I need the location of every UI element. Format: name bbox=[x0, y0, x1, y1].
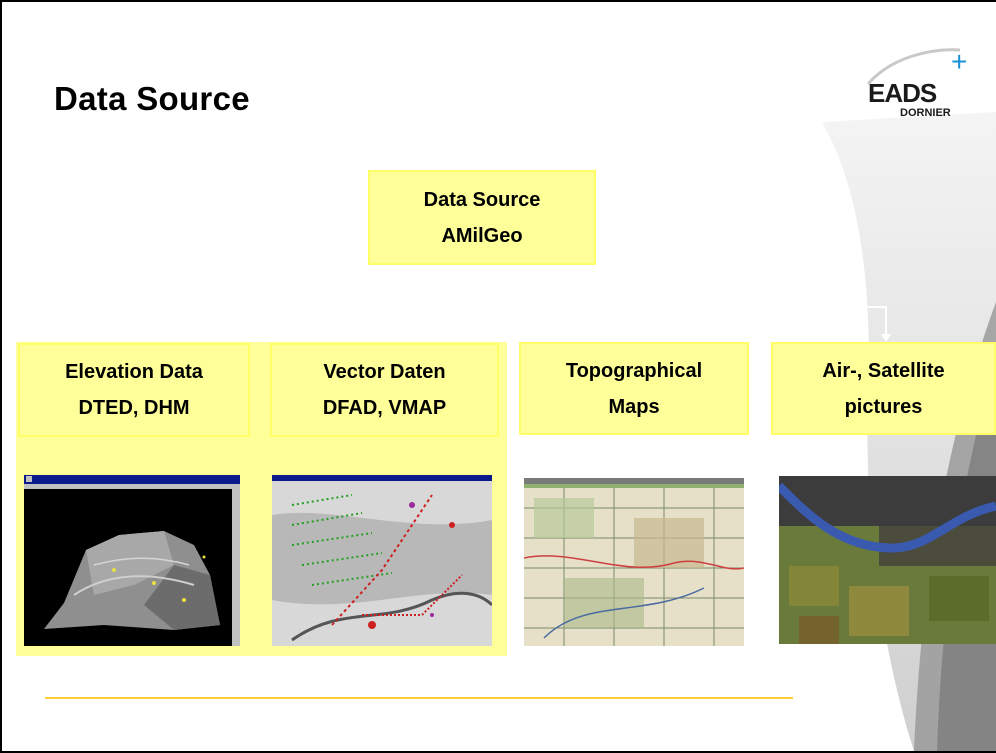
logo-swoosh-icon bbox=[866, 48, 961, 85]
eads-dornier-logo: + EADS DORNIER bbox=[860, 46, 990, 126]
category-line2: DTED, DHM bbox=[78, 397, 190, 419]
vector-map-image bbox=[272, 475, 492, 646]
category-line1: Air-, Satellite bbox=[822, 359, 945, 382]
topographic-map-image bbox=[524, 478, 744, 646]
category-line2: Maps bbox=[608, 395, 660, 418]
terrain-3d-image bbox=[24, 475, 240, 646]
category-line2: pictures bbox=[844, 395, 923, 418]
page-title: Data Source bbox=[54, 80, 250, 117]
root-box-line2: AMilGeo bbox=[441, 224, 523, 247]
footer-divider bbox=[45, 697, 793, 699]
root-box-amilgeo: Data Source AMilGeo bbox=[368, 170, 596, 265]
logo-plus-icon: + bbox=[951, 46, 968, 77]
category-box-topographical: Topographical Maps bbox=[519, 342, 749, 435]
category-box-vector: Vector Daten DFAD, VMAP bbox=[270, 343, 499, 437]
category-line1: Elevation Data bbox=[65, 361, 203, 383]
category-line1: Topographical bbox=[565, 359, 703, 382]
satellite-image bbox=[779, 476, 996, 644]
category-box-elevation: Elevation Data DTED, DHM bbox=[18, 343, 250, 437]
category-box-satellite: Air-, Satellite pictures bbox=[771, 342, 996, 435]
category-line2: DFAD, VMAP bbox=[322, 397, 447, 419]
logo-eads-text: EADS bbox=[868, 78, 937, 108]
root-box-line1: Data Source bbox=[423, 188, 541, 211]
category-line1: Vector Daten bbox=[323, 361, 446, 383]
logo-dornier-text: DORNIER bbox=[900, 107, 951, 119]
